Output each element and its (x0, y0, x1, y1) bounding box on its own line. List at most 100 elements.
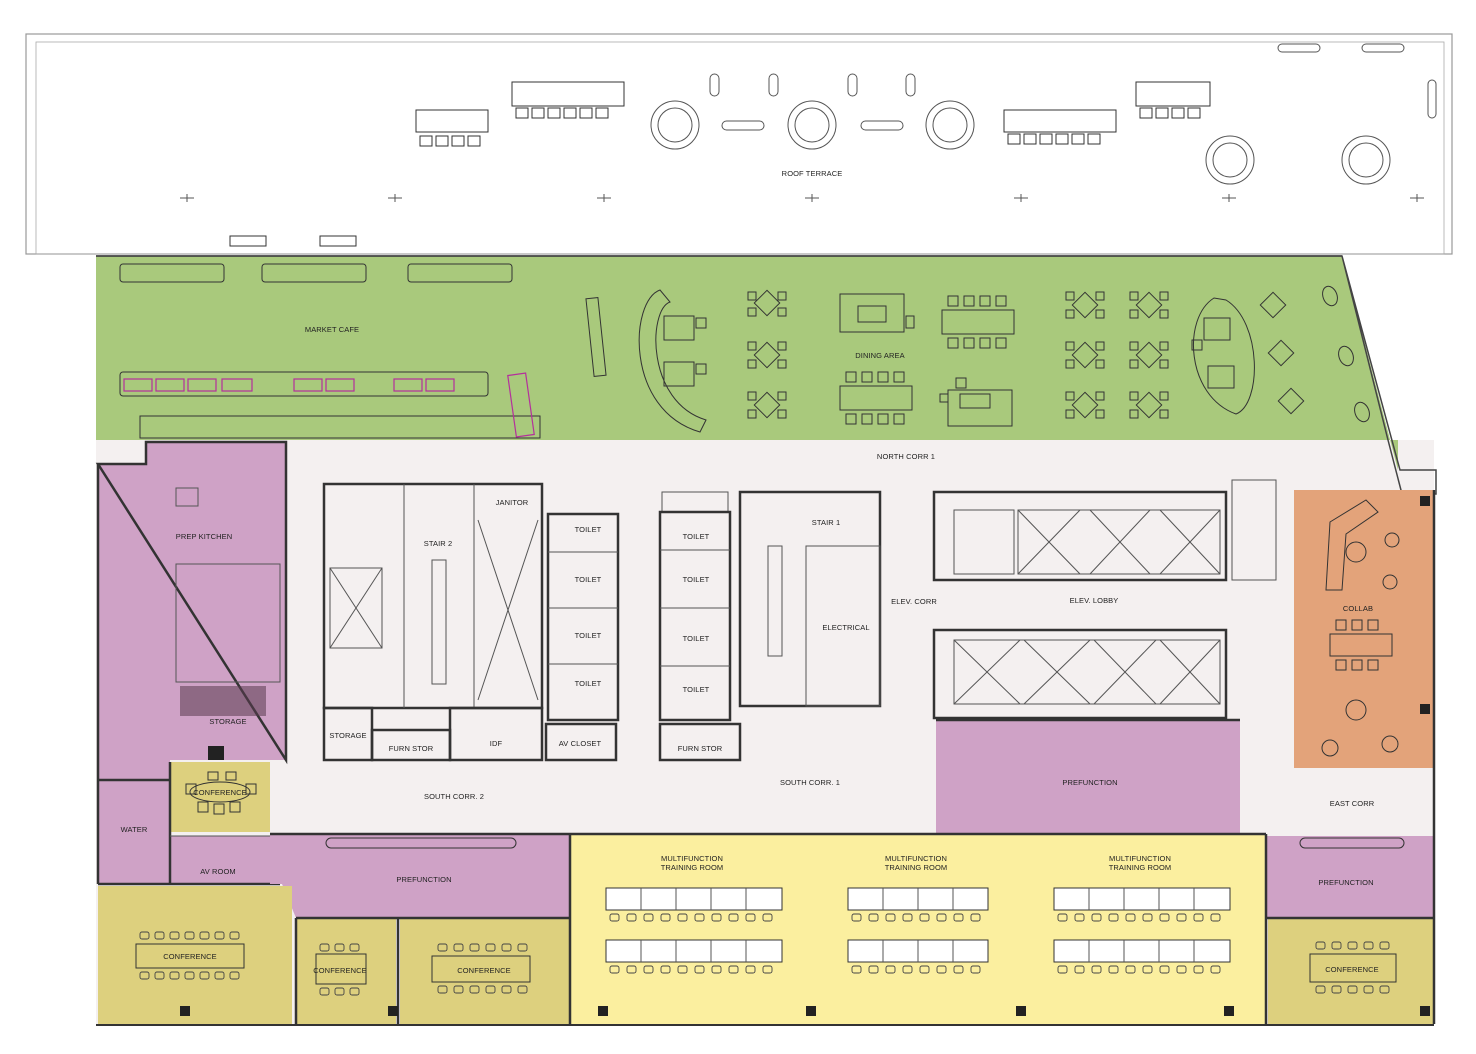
roof-terrace-label: ROOF TERRACE (782, 169, 843, 178)
east-corr-label: EAST CORR (1330, 799, 1375, 808)
elev-corr-label: ELEV. CORR (891, 597, 937, 606)
janitor-label: JANITOR (496, 498, 529, 507)
chair-22 (469, 943, 480, 952)
chair-75 (936, 965, 947, 974)
training-room-1-label-line2: TRAINING ROOM (661, 863, 724, 872)
av-closet-label: AV CLOSET (559, 739, 602, 748)
chair-90 (1091, 965, 1102, 974)
north-corr-label: NORTH CORR 1 (877, 452, 935, 461)
chair-78 (1057, 913, 1068, 922)
west-support-zone: PREP KITCHEN STORAGE WATER AV ROOM CONFE… (95, 440, 288, 886)
chair-30 (501, 985, 512, 994)
chair-16 (349, 943, 360, 952)
chair-21 (453, 943, 464, 952)
av-room-label: AV ROOM (200, 867, 236, 876)
conference-label-sw: CONFERENCE (163, 952, 217, 961)
chair-41 (1379, 985, 1390, 994)
toilet-label-e2: TOILET (683, 575, 710, 584)
water-label: WATER (121, 825, 148, 834)
chair-45 (660, 913, 671, 922)
chair-48 (711, 913, 722, 922)
toilet-label-w4: TOILET (575, 679, 602, 688)
chair-42 (609, 913, 620, 922)
chair-0 (139, 931, 150, 940)
chair-80 (1091, 913, 1102, 922)
toilet-label-e1: TOILET (683, 532, 710, 541)
south-band: PREFUNCTION MULTIFUNCTION TRAINING ROOM … (96, 490, 1436, 1026)
chair-85 (1176, 913, 1187, 922)
chair-60 (745, 965, 756, 974)
storage-label-west: STORAGE (209, 717, 246, 726)
chair-2 (169, 931, 180, 940)
chair-84 (1159, 913, 1170, 922)
chair-35 (1363, 941, 1374, 950)
conference-label-se: CONFERENCE (1325, 965, 1379, 974)
training-room-1-label-line1: MULTIFUNCTION (661, 854, 723, 863)
chair-89 (1074, 965, 1085, 974)
chair-76 (953, 965, 964, 974)
chair-33 (1331, 941, 1342, 950)
chair-37 (1315, 985, 1326, 994)
chair-43 (626, 913, 637, 922)
collab-zone: COLLAB EAST CORR (1294, 490, 1434, 808)
chair-40 (1363, 985, 1374, 994)
chair-24 (501, 943, 512, 952)
chair-34 (1347, 941, 1358, 950)
chair-25 (517, 943, 528, 952)
chair-64 (885, 913, 896, 922)
chair-13 (229, 971, 240, 980)
toilet-label-w1: TOILET (575, 525, 602, 534)
chair-29 (485, 985, 496, 994)
chair-52 (609, 965, 620, 974)
chair-96 (1193, 965, 1204, 974)
chair-4 (199, 931, 210, 940)
market-cafe-label: MARKET CAFE (305, 325, 359, 334)
chair-67 (936, 913, 947, 922)
chair-97 (1210, 965, 1221, 974)
toilet-label-w2: TOILET (575, 575, 602, 584)
chair-8 (154, 971, 165, 980)
toilet-label-e4: TOILET (683, 685, 710, 694)
electrical-label: ELECTRICAL (822, 623, 869, 632)
chair-32 (1315, 941, 1326, 950)
chair-27 (453, 985, 464, 994)
chair-93 (1142, 965, 1153, 974)
toilet-label-e3: TOILET (683, 634, 710, 643)
prefunction-east-label: PREFUNCTION (1062, 778, 1117, 787)
training-room-3-label-line2: TRAINING ROOM (1109, 863, 1172, 872)
chair-36 (1379, 941, 1390, 950)
furn-stor-east-label: FURN STOR (678, 744, 723, 753)
chair-50 (745, 913, 756, 922)
training-room-2-label-line2: TRAINING ROOM (885, 863, 948, 872)
chair-70 (851, 965, 862, 974)
chair-69 (970, 913, 981, 922)
chair-3 (184, 931, 195, 940)
chair-95 (1176, 965, 1187, 974)
chair-9 (169, 971, 180, 980)
chair-15 (334, 943, 345, 952)
stair1-label: STAIR 1 (812, 518, 840, 527)
prefunction-se-label: PREFUNCTION (1318, 878, 1373, 887)
prep-kitchen-label: PREP KITCHEN (176, 532, 233, 541)
chair-71 (868, 965, 879, 974)
storage-core-label: STORAGE (329, 731, 366, 740)
stair2-label: STAIR 2 (424, 539, 452, 548)
chair-92 (1125, 965, 1136, 974)
chair-66 (919, 913, 930, 922)
chair-17 (319, 987, 330, 996)
chair-72 (885, 965, 896, 974)
chair-28 (469, 985, 480, 994)
chair-63 (868, 913, 879, 922)
chair-31 (517, 985, 528, 994)
chair-77 (970, 965, 981, 974)
chair-6 (229, 931, 240, 940)
chair-54 (643, 965, 654, 974)
chair-26 (437, 985, 448, 994)
chair-46 (677, 913, 688, 922)
chair-82 (1125, 913, 1136, 922)
prefunction-east-zone: PREFUNCTION SOUTH CORR. 1 SOUTH CORR. 2 (424, 718, 1240, 836)
chair-10 (184, 971, 195, 980)
chair-62 (851, 913, 862, 922)
chair-7 (139, 971, 150, 980)
